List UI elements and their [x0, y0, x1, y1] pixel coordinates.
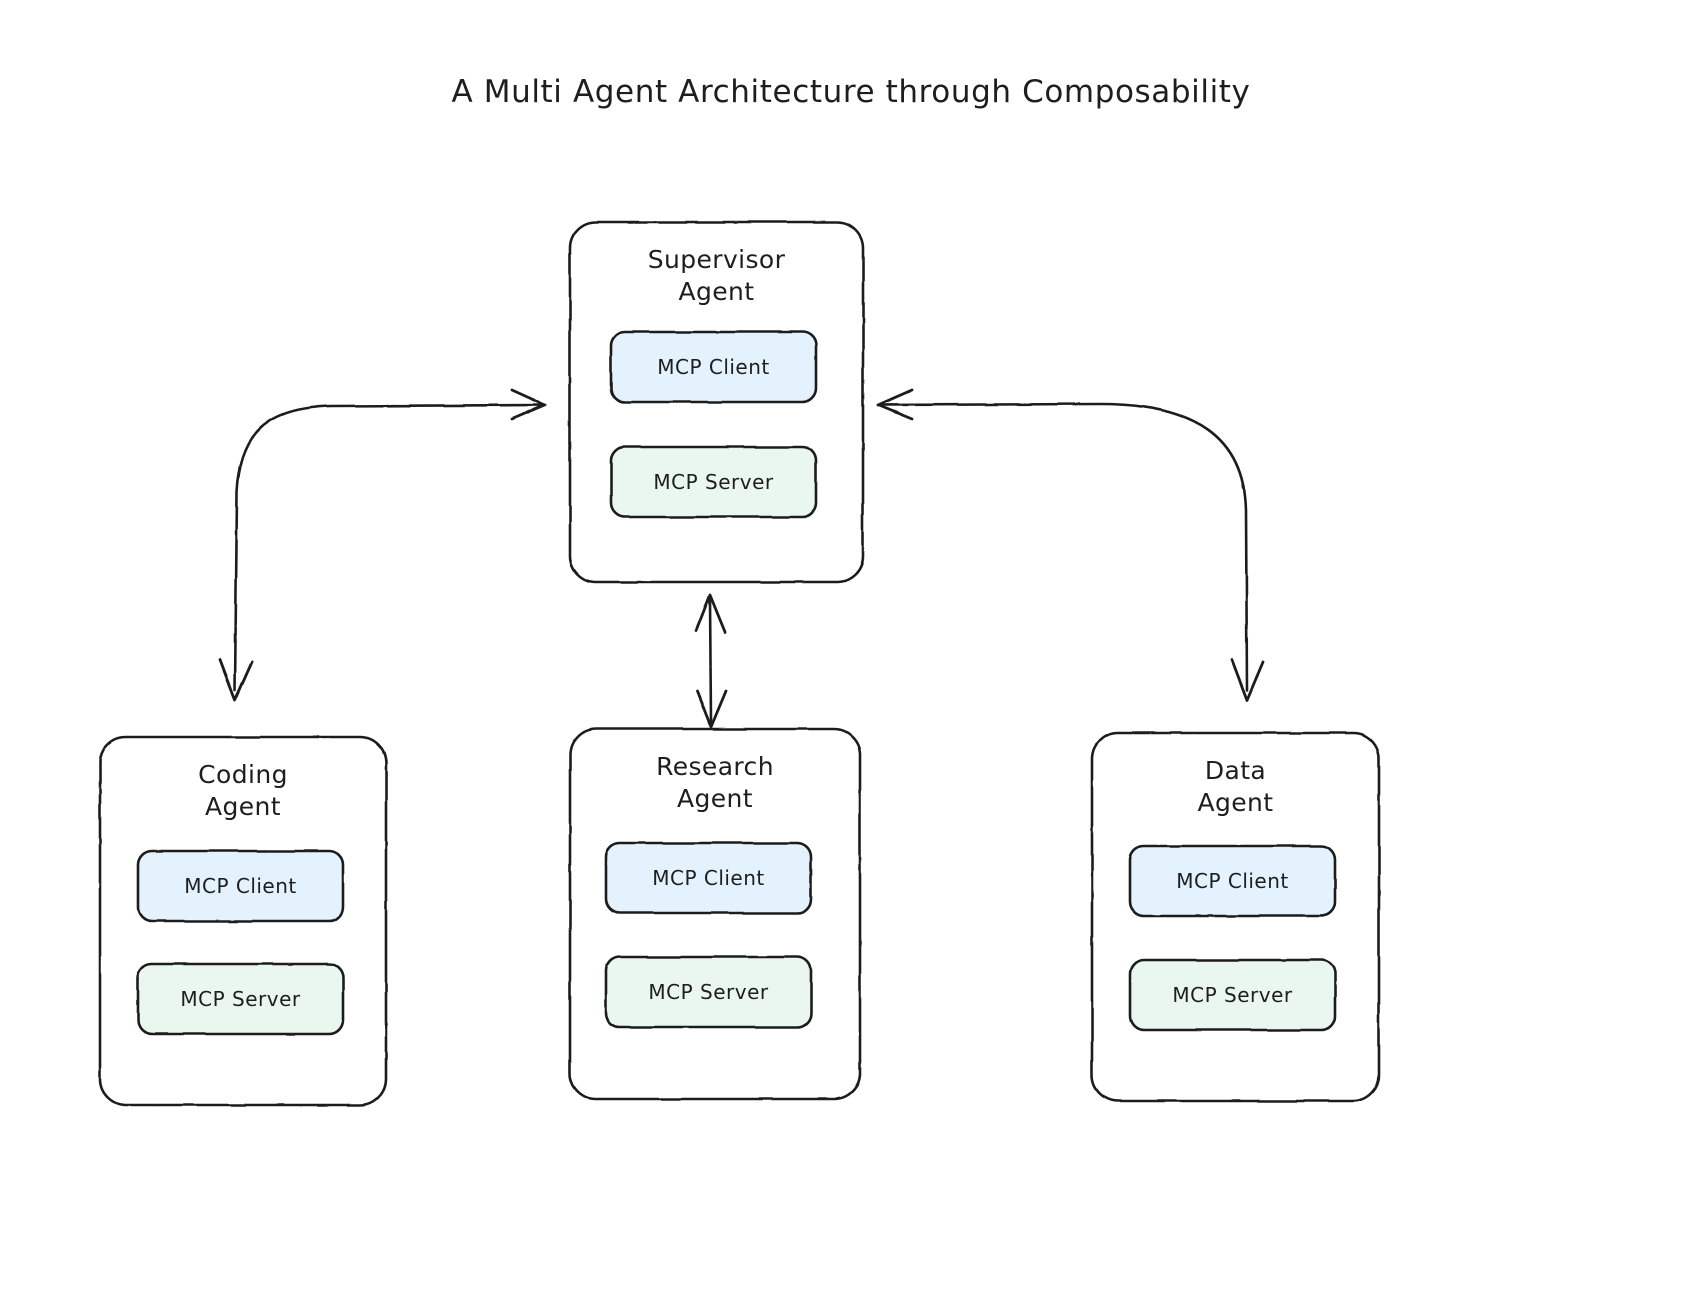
- node-coding-slot-client-box[interactable]: [136, 849, 345, 923]
- node-data-slot-client[interactable]: MCP Client: [1130, 846, 1335, 916]
- node-coding-slot-server-box[interactable]: [136, 962, 345, 1036]
- node-data[interactable]: Data Agent MCP Client MCP Server: [1092, 733, 1379, 1101]
- node-supervisor-slot-client-label: MCP Client: [657, 355, 770, 379]
- edge-supervisor-data: [876, 388, 1265, 702]
- node-coding-slot-client[interactable]: MCP Client: [138, 851, 343, 921]
- node-data-slot-server-box[interactable]: [1128, 958, 1337, 1032]
- node-research-slot-client[interactable]: MCP Client: [606, 843, 811, 913]
- node-coding-title: Coding Agent: [198, 760, 288, 821]
- node-research-slot-server-box[interactable]: [604, 955, 813, 1029]
- node-coding-slot-client-label: MCP Client: [184, 874, 297, 898]
- node-supervisor-slot-server-label: MCP Server: [653, 470, 774, 494]
- node-research[interactable]: Research Agent MCP Client MCP Server: [570, 729, 860, 1099]
- node-data-slot-client-label: MCP Client: [1176, 869, 1289, 893]
- node-coding-slot-server-label: MCP Server: [180, 987, 301, 1011]
- node-data-title: Data Agent: [1197, 756, 1274, 817]
- node-research-slot-server-label: MCP Server: [648, 980, 769, 1004]
- node-supervisor-slot-server[interactable]: MCP Server: [611, 447, 816, 517]
- node-data-slot-server[interactable]: MCP Server: [1130, 960, 1335, 1030]
- edge-supervisor-coding: [218, 388, 547, 702]
- node-supervisor-title: Supervisor Agent: [647, 245, 786, 306]
- node-coding[interactable]: Coding Agent MCP Client MCP Server: [100, 737, 386, 1105]
- node-supervisor-slot-client-box[interactable]: [609, 330, 818, 404]
- node-data-slot-server-label: MCP Server: [1172, 983, 1293, 1007]
- node-data-slot-client-box[interactable]: [1128, 844, 1337, 918]
- node-research-slot-server[interactable]: MCP Server: [606, 957, 811, 1027]
- node-research-slot-client-label: MCP Client: [652, 866, 765, 890]
- node-research-slot-client-box[interactable]: [604, 841, 813, 915]
- node-coding-slot-server[interactable]: MCP Server: [138, 964, 343, 1034]
- node-research-title: Research Agent: [656, 752, 774, 813]
- node-supervisor-slot-client[interactable]: MCP Client: [611, 332, 816, 402]
- node-supervisor[interactable]: Supervisor Agent MCP Client MCP Server: [570, 222, 863, 582]
- edge-supervisor-research: [694, 593, 728, 729]
- page-title: A Multi Agent Architecture through Compo…: [451, 74, 1251, 110]
- node-supervisor-slot-server-box[interactable]: [609, 445, 818, 519]
